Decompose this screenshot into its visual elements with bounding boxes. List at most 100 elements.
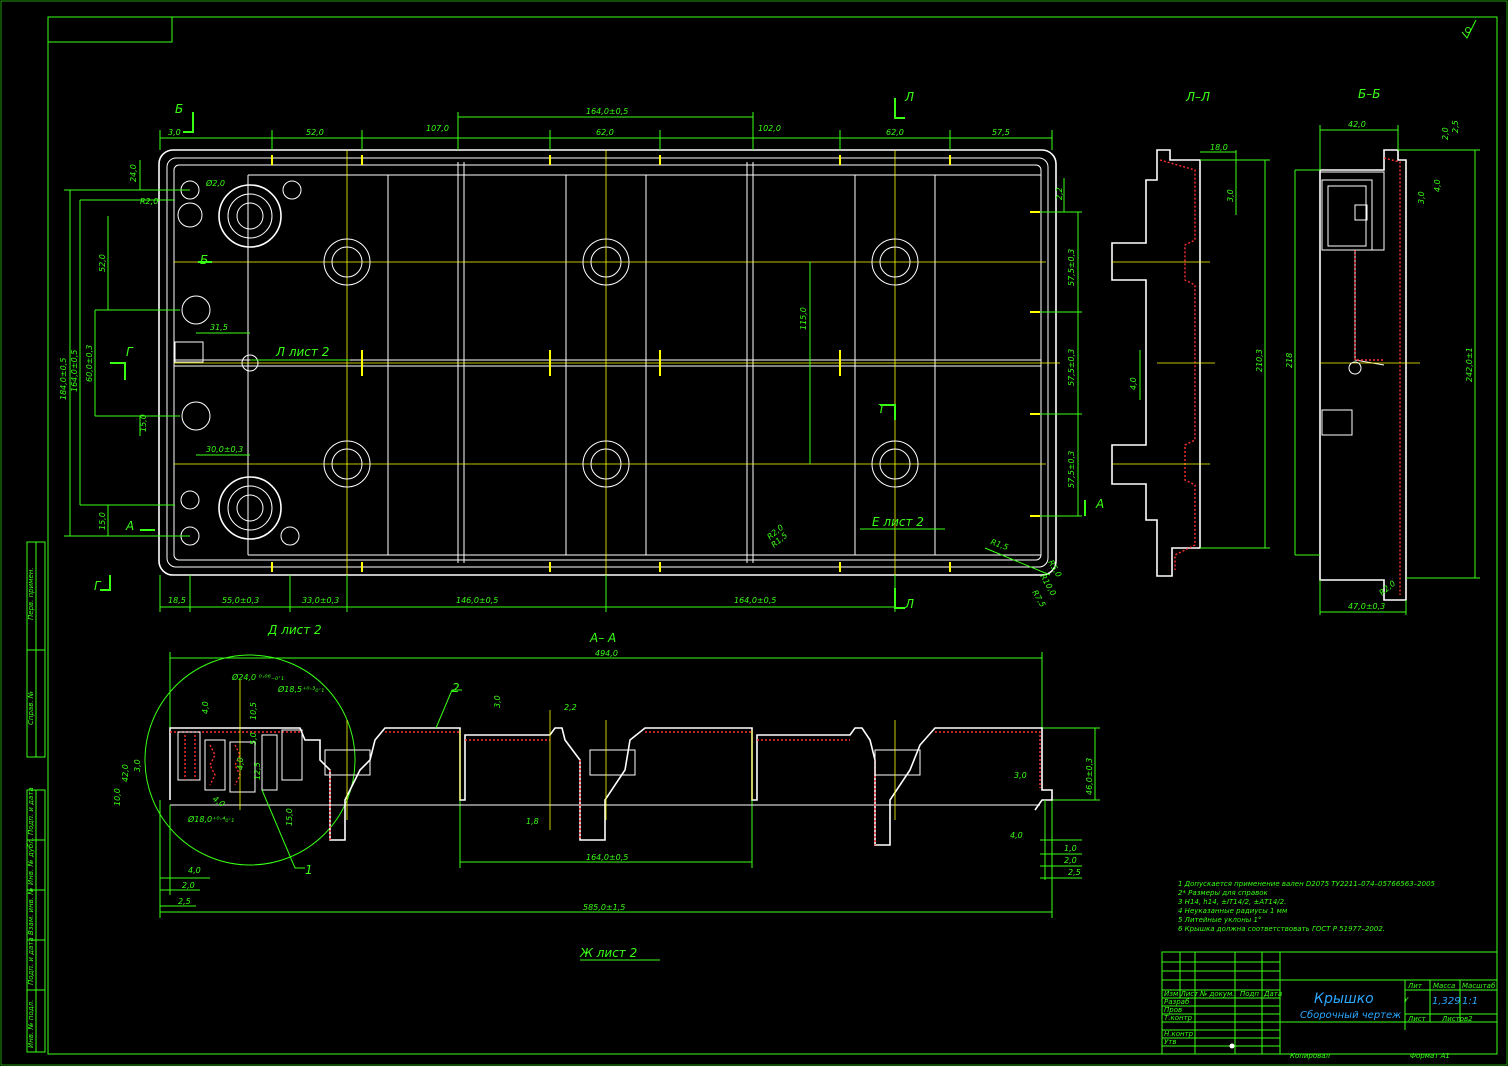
section-mark-1: Б <box>200 253 208 267</box>
left-dim-3: 184,0±0,5 <box>59 358 68 400</box>
section-bb-view: Б–Б 42,0 2,0 2,5 3,0 4,0 218 242,0±1 R2,… <box>1285 87 1480 615</box>
aa-dim-20: 4,0 <box>1010 831 1023 840</box>
aa-dim-14: 2,0 <box>182 881 195 890</box>
section-marker-lines <box>100 98 1086 609</box>
section-aa-inner-width: 164,0±0,5 <box>586 853 628 862</box>
aa-dim-4: 5,0 <box>249 732 258 745</box>
tb-role-3: Н.контр <box>1164 1030 1194 1038</box>
aa-dim-12: Ø18,0⁺⁰·⁴₀·₁ <box>187 814 234 824</box>
section-mark-6: А <box>1095 497 1104 511</box>
technical-notes: 1 Допускается применение вален D2075 ТУ2… <box>1178 880 1436 933</box>
bottom-dimensions <box>159 575 896 612</box>
aa-dim-1: Ø18,5⁺⁰·³₀·₁ <box>277 684 324 694</box>
aa-dim-11: 15,0 <box>285 808 294 826</box>
right-dim-0: 2,2 <box>1055 187 1064 200</box>
title-block: Изм Лист № докум. Подп Дата Разраб Пров … <box>1161 951 1498 1060</box>
section-bb-dim-7: R2,0 <box>1378 579 1398 598</box>
note-5: 6 Крышка должна соответствовать ГОСТ Р 5… <box>1178 925 1385 933</box>
main-plan-view: 3,0 52,0 107,0 164,0±0,5 62,0 102,0 62,0… <box>59 90 1104 612</box>
tb-scale: 1:1 <box>1462 996 1478 1007</box>
left-dim-0: 24,0 <box>129 164 138 182</box>
section-aa-title: А– А <box>589 631 616 645</box>
left-dim-2: 52,0 <box>98 254 107 272</box>
note-1: 2* Размеры для справок <box>1178 889 1269 897</box>
note-0: 1 Допускается применение вален D2075 ТУ2… <box>1178 880 1436 888</box>
section-ll-title: Л–Л <box>1185 90 1210 104</box>
tb-col-lit: Лит <box>1407 982 1423 990</box>
right-dimensions <box>809 178 1082 517</box>
section-aa-view: А– А Д лист 2 494,0 585,0±1,5 164,0±0,5 … <box>113 623 1100 961</box>
top-dim-7: 57,5 <box>992 128 1010 137</box>
section-aa-overall: 494,0 <box>595 649 618 658</box>
tb-row-label-3: Дата <box>1263 990 1282 998</box>
tb-format: Формат А1 <box>1410 1052 1450 1060</box>
right-dim-3: 57,5±0,3 <box>1067 451 1076 488</box>
bottom-dim-3: 146,0±0,5 <box>456 596 498 605</box>
cover-rim <box>173 164 1042 561</box>
margin-label-5: Подп. и дата <box>27 937 35 985</box>
aa-dim-6: 12,5 <box>253 762 262 780</box>
top-dim-1: 52,0 <box>306 128 324 137</box>
left-dim-4: 164,0±0,5 <box>70 350 79 392</box>
roughness-icon <box>1461 19 1477 39</box>
title-block-dot <box>1229 1043 1235 1049</box>
terminal-detail <box>177 729 303 793</box>
aa-dim-3: 10,5 <box>249 702 258 720</box>
callout-e-sheet2: Е лист 2 <box>872 515 924 529</box>
left-dim-6: 15,0 <box>98 512 107 530</box>
cover-inner-outline <box>166 157 1049 568</box>
tb-part-name: Крышко <box>1314 991 1374 1007</box>
left-margin-strips: Перв. примен. Справ. № Подп. и дата Инв.… <box>26 541 46 1053</box>
top-dim-3: 164,0±0,5 <box>586 107 628 116</box>
tb-doc-type: Сборочный чертеж <box>1300 1009 1401 1021</box>
section-ll-dim-1: 3,0 <box>1226 189 1235 202</box>
section-mark-5: Г <box>94 579 102 593</box>
margin-label-6: Инв. № подл. <box>27 1000 35 1048</box>
section-mark-7: А <box>125 519 134 533</box>
tb-row-label-0: Изм Лист <box>1164 990 1199 998</box>
inner-dim-0: Ø2,0 <box>205 178 225 188</box>
tb-lit: У <box>1404 996 1409 1004</box>
margin-label-0: Перв. примен. <box>27 567 35 620</box>
tb-role-1: Пров <box>1164 1006 1182 1014</box>
tb-sheets: Листов2 <box>1441 1015 1473 1023</box>
aa-dim-17: 2,2 <box>564 703 577 712</box>
leader-1: 1 <box>305 863 313 877</box>
aa-dim-22: 2,0 <box>1064 856 1077 865</box>
aa-dim-8: 42,0 <box>121 764 130 782</box>
right-dim-2: 57,5±0,3 <box>1067 349 1076 386</box>
section-ll-dim-2: 210,3 <box>1255 349 1264 372</box>
section-bb-dim-5: 218 <box>1285 353 1294 368</box>
top-dim-4: 62,0 <box>596 128 614 137</box>
aa-dim-19: 3,0 <box>1014 771 1027 780</box>
margin-label-3: Инв. № дубл. <box>27 837 35 885</box>
right-dim-1: 57,5±0,3 <box>1067 249 1076 286</box>
rim-ticks <box>271 155 1040 572</box>
section-bb-dim-6: 242,0±1 <box>1465 347 1474 382</box>
cover-outer-outline <box>158 149 1057 576</box>
tb-row-label-2: Подп <box>1240 990 1259 998</box>
section-mark-4: Г <box>126 345 134 359</box>
tb-role-4: Утв <box>1164 1038 1176 1046</box>
section-bb-dim-3: 3,0 <box>1417 191 1426 204</box>
section-mark-0: Б <box>175 102 183 116</box>
vent-bosses <box>323 238 919 488</box>
section-aa-total: 585,0±1,5 <box>583 903 625 912</box>
section-ll-dim-0: 18,0 <box>1210 143 1228 152</box>
left-dimensions <box>64 160 190 537</box>
tb-copied: Копировал <box>1290 1052 1331 1060</box>
aa-dim-7: 4,0 <box>211 794 227 809</box>
left-dim-1: R2,0 <box>140 197 158 206</box>
top-dim-0: 3,0 <box>168 128 181 137</box>
aa-dim-15: 2,5 <box>178 897 191 906</box>
section-mark-2: Л <box>904 90 914 104</box>
bosses-a <box>324 749 921 776</box>
margin-label-2: Подп. и дата <box>27 787 35 835</box>
section-bb-title: Б–Б <box>1358 87 1380 101</box>
aa-dim-10: 10,0 <box>113 788 122 806</box>
leader-2: 2 <box>452 681 460 695</box>
aa-dim-16: 3,0 <box>493 695 502 708</box>
section-mark-8: Т <box>878 402 887 416</box>
